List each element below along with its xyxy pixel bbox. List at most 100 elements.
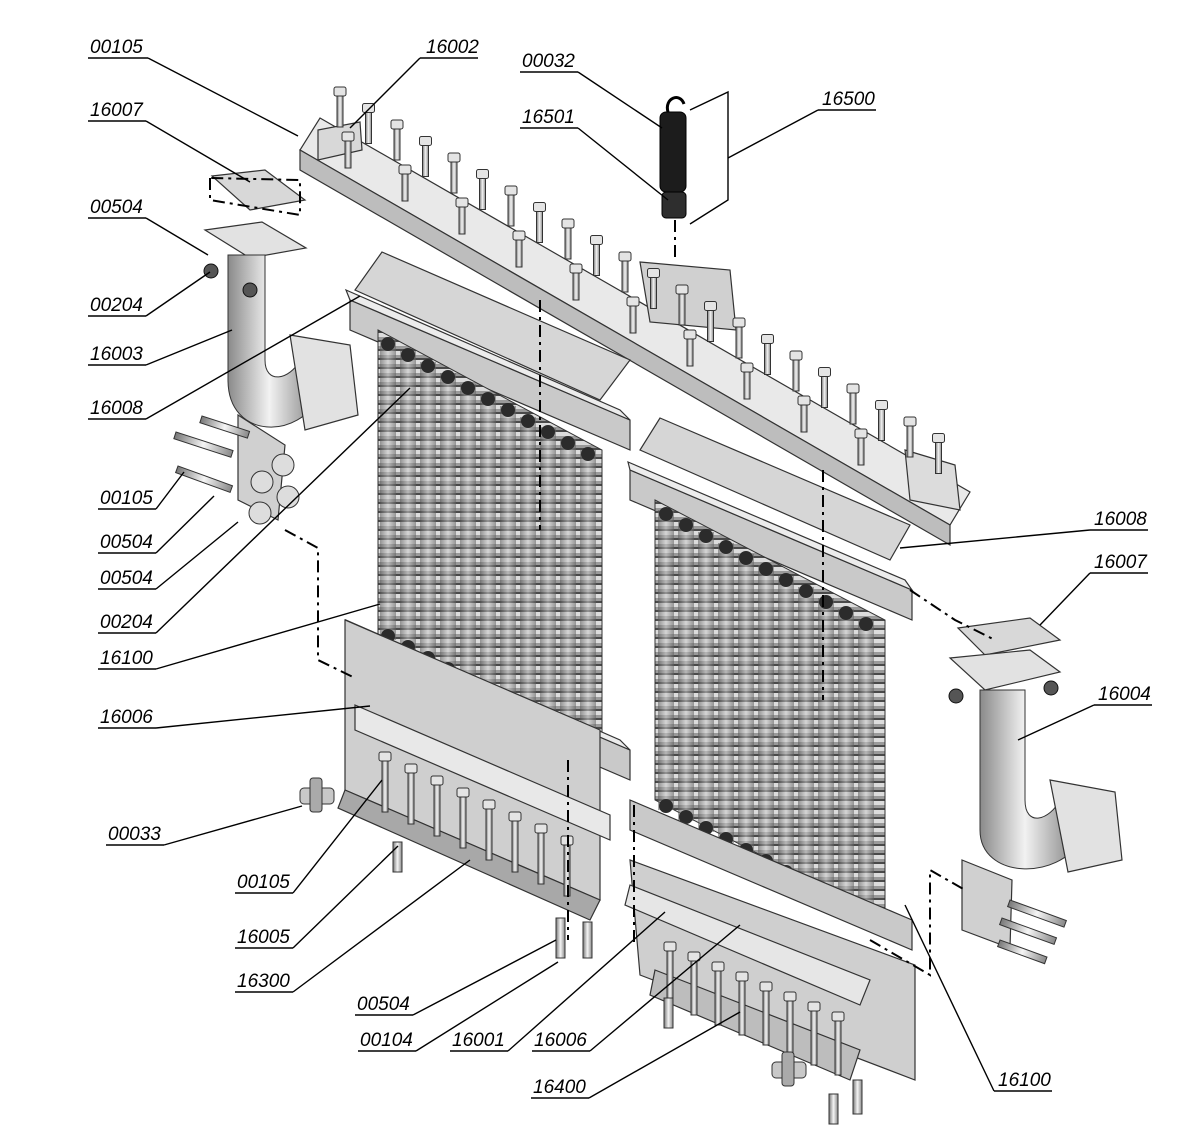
- callout-16004: 16004: [1017, 684, 1152, 741]
- callout-16006-bottom: 16006: [532, 924, 741, 1052]
- bolt-head: [761, 334, 774, 344]
- svg-text:00504: 00504: [357, 994, 410, 1015]
- right-pipe-16004: [948, 617, 1123, 949]
- bottom-tank-16400: [624, 859, 916, 1081]
- bolt: [479, 177, 486, 210]
- bolt: [878, 408, 885, 441]
- tube-nut: [481, 392, 495, 406]
- bolt: [690, 959, 698, 1016]
- bolt-head: [711, 961, 725, 972]
- svg-text:16400: 16400: [533, 1077, 586, 1098]
- svg-text:16007: 16007: [90, 100, 144, 121]
- callout-00204-left: 00204: [88, 271, 211, 317]
- core-tube: [858, 620, 874, 920]
- bolt: [507, 193, 515, 227]
- loose-bolts-bottom: [392, 841, 863, 1125]
- bolt: [433, 783, 441, 837]
- bolt: [714, 969, 722, 1026]
- bolt-head: [378, 751, 392, 762]
- bolt-head: [561, 218, 575, 229]
- bolt-head: [482, 799, 496, 810]
- callout-16001: 16001: [450, 911, 666, 1052]
- svg-text:16001: 16001: [452, 1030, 505, 1051]
- bolt: [666, 949, 674, 1006]
- bolt: [786, 999, 794, 1056]
- bolt: [537, 831, 545, 885]
- bolt-head: [903, 416, 917, 427]
- bolt: [515, 238, 523, 268]
- tube-nut: [561, 436, 575, 450]
- bolt: [593, 243, 600, 276]
- bolt: [401, 172, 409, 202]
- svg-text:16007: 16007: [1094, 552, 1148, 573]
- core-tube: [440, 373, 456, 673]
- callout-00104: 00104: [358, 961, 559, 1052]
- svg-text:16005: 16005: [237, 927, 290, 948]
- bolt: [407, 771, 415, 825]
- tube-nut: [699, 529, 713, 543]
- bolt: [458, 205, 466, 235]
- bolt-head: [759, 981, 773, 992]
- tube-nut: [381, 337, 395, 351]
- bolt-head: [818, 367, 831, 377]
- bolt: [344, 139, 352, 169]
- bolt-head: [504, 185, 518, 196]
- svg-text:00033: 00033: [108, 824, 161, 845]
- drain-valve-00033-right: [771, 1051, 807, 1087]
- svg-text:16500: 16500: [822, 89, 875, 110]
- bolt: [821, 375, 828, 408]
- bolt-head: [807, 1001, 821, 1012]
- tube-nut: [819, 595, 833, 609]
- bolt-head: [533, 202, 546, 212]
- bolt-head: [476, 169, 489, 179]
- svg-text:16006: 16006: [100, 707, 153, 728]
- bolt: [810, 1009, 818, 1066]
- bolt: [485, 807, 493, 861]
- bolt: [764, 342, 771, 375]
- tube-nut: [759, 562, 773, 576]
- bolt-head: [456, 787, 470, 798]
- bolt-head: [932, 433, 945, 443]
- core-tube: [718, 543, 734, 843]
- svg-text:00105: 00105: [237, 872, 290, 893]
- bolt: [686, 337, 694, 367]
- bolt: [629, 304, 637, 334]
- bolt: [800, 403, 808, 433]
- bolt: [536, 210, 543, 243]
- bolt-head: [875, 400, 888, 410]
- bolt-head: [430, 775, 444, 786]
- bolt: [906, 424, 914, 458]
- tube-nut: [501, 403, 515, 417]
- callout-16006-left: 16006: [98, 705, 371, 729]
- callout-16100-right: 16100: [904, 904, 1052, 1092]
- bolt-head: [846, 383, 860, 394]
- tube-nut: [739, 551, 753, 565]
- callout-00504-mid-a: 00504: [98, 495, 215, 554]
- tube-nut: [679, 810, 693, 824]
- bolt: [422, 144, 429, 177]
- callout-00105-mid: 00105: [98, 471, 185, 510]
- left-pipe-16003: [203, 169, 359, 525]
- tube-nut: [521, 414, 535, 428]
- core-tube: [580, 450, 596, 750]
- callout-16008-right: 16008: [899, 509, 1148, 549]
- bolt-head: [390, 119, 404, 130]
- bolt-head: [732, 317, 746, 328]
- right-core-16100: [627, 460, 914, 951]
- bolt: [857, 436, 865, 466]
- bolt: [738, 979, 746, 1036]
- tube-nut: [421, 359, 435, 373]
- tube-nut: [659, 799, 673, 813]
- core-tube: [658, 510, 674, 810]
- bolt-head: [508, 811, 522, 822]
- bolt-head: [663, 941, 677, 952]
- callout-16300: 16300: [235, 859, 471, 993]
- tube-nut: [779, 573, 793, 587]
- bolt-head: [333, 86, 347, 97]
- core-tube: [520, 417, 536, 717]
- callout-16400: 16400: [531, 1011, 741, 1099]
- callout-00032: 00032: [520, 51, 663, 129]
- bolt-head: [419, 136, 432, 146]
- callout-16002: 16002: [349, 37, 479, 129]
